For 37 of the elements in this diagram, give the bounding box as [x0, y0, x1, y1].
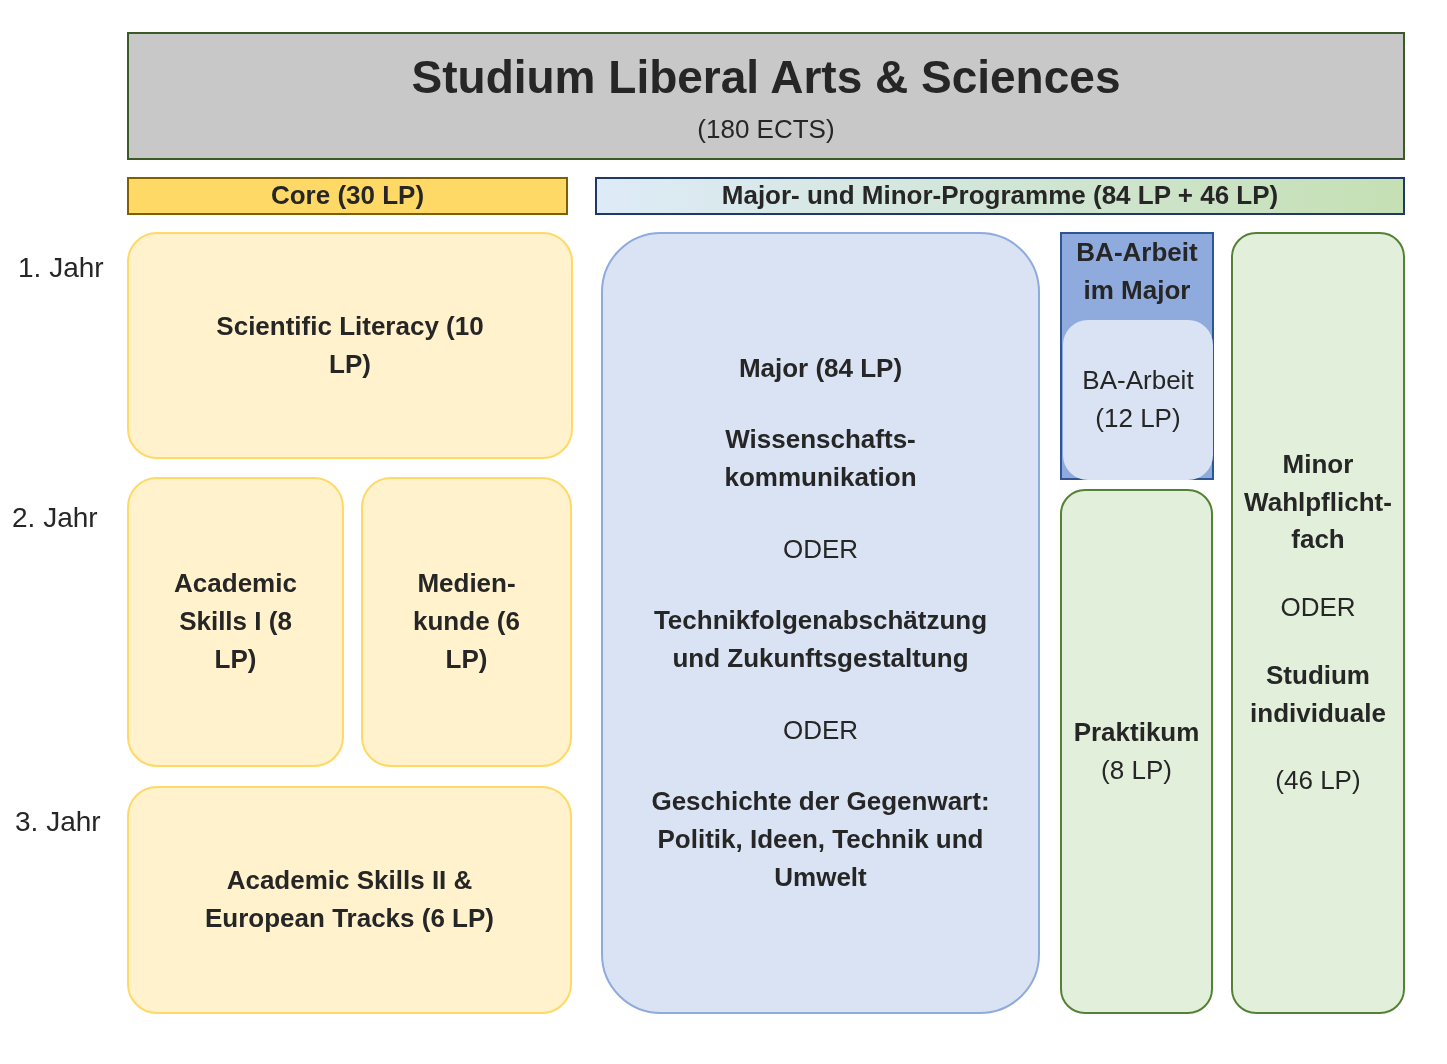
- box-text: Scientific Literacy (10 LP): [215, 309, 485, 381]
- box-text: Studium individuale: [1249, 658, 1387, 730]
- module-box: [1060, 489, 1213, 1014]
- box-text: (46 LP): [1274, 764, 1362, 798]
- module-box: [127, 786, 572, 1014]
- section-header: [595, 177, 1405, 215]
- module-box: [1063, 320, 1213, 480]
- title: Studium Liberal Arts & Sciences: [410, 49, 1122, 105]
- module-box: [361, 477, 572, 767]
- box-text: ODER: [1279, 591, 1357, 625]
- module-box: [127, 232, 573, 459]
- major-box: [601, 232, 1040, 1014]
- title-banner: [127, 32, 1405, 160]
- minor-box: [1231, 232, 1405, 1014]
- box-text: Praktikum: [1072, 715, 1201, 749]
- box-text: Major (84 LP): [737, 351, 904, 385]
- year-label: 3. Jahr: [15, 806, 101, 838]
- module-box: [127, 477, 344, 767]
- box-text: ODER: [781, 713, 860, 747]
- box-text: Core (30 LP): [269, 179, 426, 213]
- box-text: ODER: [781, 532, 860, 566]
- box-text: Medien-kunde (6 LP): [412, 567, 521, 676]
- box-text: BA-Arbeit (12 LP): [1081, 364, 1195, 435]
- box-text: BA-Arbeit im Major: [1075, 236, 1199, 307]
- thesis-box: [1060, 232, 1214, 480]
- subtitle: (180 ECTS): [696, 112, 836, 146]
- box-text: Technikfolgenabschätzung und Zukunftsgestaltung: [652, 604, 989, 675]
- box-text: Academic Skills II & European Tracks (6 LP): [204, 864, 495, 935]
- year-label: 1. Jahr: [18, 252, 104, 284]
- box-text: (8 LP): [1100, 753, 1173, 787]
- box-text: Geschichte der Gegenwart: Politik, Ideen, Technik und Umwelt: [650, 785, 991, 894]
- box-text: Academic Skills I (8 LP): [173, 567, 298, 676]
- box-text: Minor Wahlpflicht-fach: [1243, 448, 1393, 557]
- year-label: 2. Jahr: [12, 502, 98, 534]
- box-text: Wissenschafts-kommunikation: [723, 423, 918, 494]
- box-text: Major- und Minor-Programme (84 LP + 46 LP): [720, 179, 1280, 213]
- section-header: [127, 177, 568, 215]
